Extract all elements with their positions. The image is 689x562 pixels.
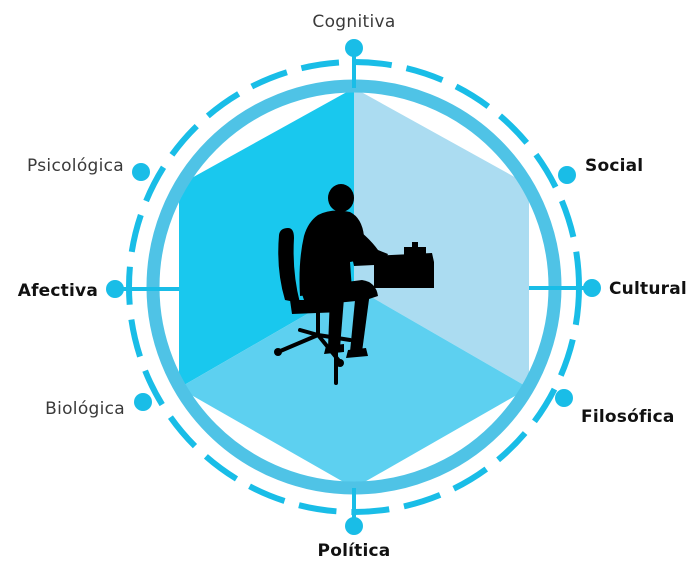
- node-psicologica: [132, 163, 150, 181]
- nodes: [106, 39, 601, 535]
- node-filosofica: [555, 389, 573, 407]
- person-at-desk-silhouette: [274, 184, 434, 385]
- label-social: Social: [585, 156, 643, 176]
- label-politica: Política: [318, 541, 391, 561]
- label-cultural: Cultural: [609, 279, 687, 299]
- label-psicologica: Psicológica: [27, 156, 124, 176]
- label-cognitiva: Cognitiva: [312, 12, 395, 32]
- node-cognitiva: [345, 39, 363, 57]
- node-biologica: [134, 393, 152, 411]
- node-cultural: [583, 279, 601, 297]
- node-politica: [345, 517, 363, 535]
- label-afectiva: Afectiva: [18, 281, 98, 301]
- hexagon-left-panel: [179, 88, 354, 388]
- label-biologica: Biológica: [45, 399, 125, 419]
- node-social: [558, 166, 576, 184]
- hexagon-right-panel: [354, 88, 529, 388]
- hexagon-bottom-panel: [179, 287, 529, 488]
- node-afectiva: [106, 280, 124, 298]
- label-filosofica: Filosófica: [581, 407, 675, 427]
- center-hexagon: [179, 88, 529, 488]
